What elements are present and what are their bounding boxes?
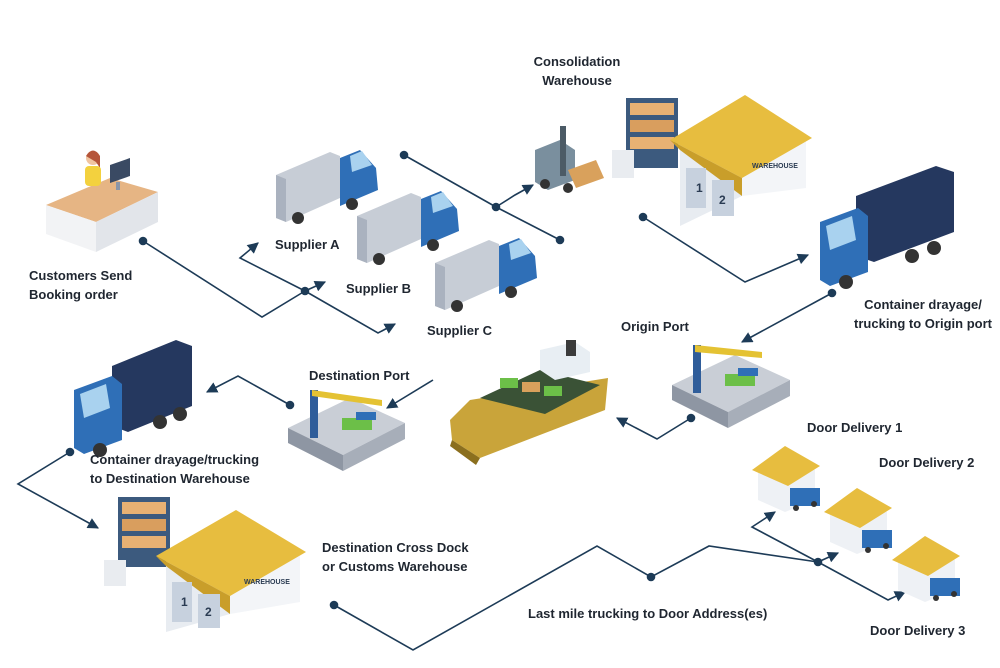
arrow-to-supplier-c [304,290,396,334]
label-supplier-c: Supplier C [427,323,493,338]
destination-drayage-truck [74,340,192,457]
arrow-to-consolidation [495,184,534,208]
label-door-delivery-1: Door Delivery 1 [807,420,903,435]
forklift-illustration [535,126,604,193]
label-drayage-destination: Container drayage/trucking to Destinatio… [90,452,260,486]
label-door-delivery-2: Door Delivery 2 [879,455,975,470]
supplier-b-truck [357,191,459,265]
cross-dock-warehouse: 1 2 WAREHOUSE [104,497,306,632]
label-last-mile: Last mile trucking to Door Address(es) [528,606,768,621]
door-number: 1 [181,595,188,609]
door-number: 1 [696,181,703,195]
customer-desk-illustration [46,150,158,252]
destination-port-illustration [288,390,405,471]
warehouse-sign: WAREHOUSE [244,579,290,586]
door-delivery-2-house [824,488,892,554]
label-consolidation-warehouse: Consolidation Warehouse [533,54,621,88]
label-supplier-a: Supplier A [275,237,340,252]
door-number: 2 [719,193,726,207]
cargo-ship [450,340,608,465]
warehouse-sign: WAREHOUSE [752,163,798,170]
arrow-to-door-1 [750,511,819,563]
arrow-to-door-3 [817,561,907,602]
connector-last-mile [333,545,819,651]
label-destination-port: Destination Port [309,368,410,383]
label-customers: Customers Send Booking order [29,268,133,302]
connector-lines [16,150,907,651]
arrow-to-origin-port [741,292,833,343]
connector-customers [142,240,306,318]
arrow-to-supplier-b [304,281,327,292]
consolidation-warehouse: 1 2 WAREHOUSE [670,95,812,226]
origin-port-illustration [672,345,790,428]
arrow-to-destination-port [386,379,434,409]
connector-dot [555,235,565,245]
door-delivery-3-house [892,536,960,602]
door-number: 2 [205,605,212,619]
label-supplier-b: Supplier B [346,281,412,296]
arrow-to-ship [616,417,692,440]
supplier-c-truck [435,238,537,312]
label-drayage-origin: Container drayage/ trucking to Origin po… [854,297,992,331]
arrow-to-drayage-destination [206,375,291,406]
label-cross-dock: Destination Cross Dock or Customs Wareho… [322,540,469,574]
label-origin-port: Origin Port [621,319,689,334]
origin-drayage-truck [820,166,954,289]
connector-dot [646,572,656,582]
door-delivery-1-house [752,446,820,512]
storage-rack-illustration [612,98,678,178]
arrow-to-door-2 [817,552,840,563]
label-door-delivery-3: Door Delivery 3 [870,623,966,638]
arrow-to-cross-dock [16,451,99,529]
arrow-to-supplier-a [238,242,306,292]
arrow-to-drayage-origin [642,216,810,283]
supplier-a-truck [276,150,378,224]
